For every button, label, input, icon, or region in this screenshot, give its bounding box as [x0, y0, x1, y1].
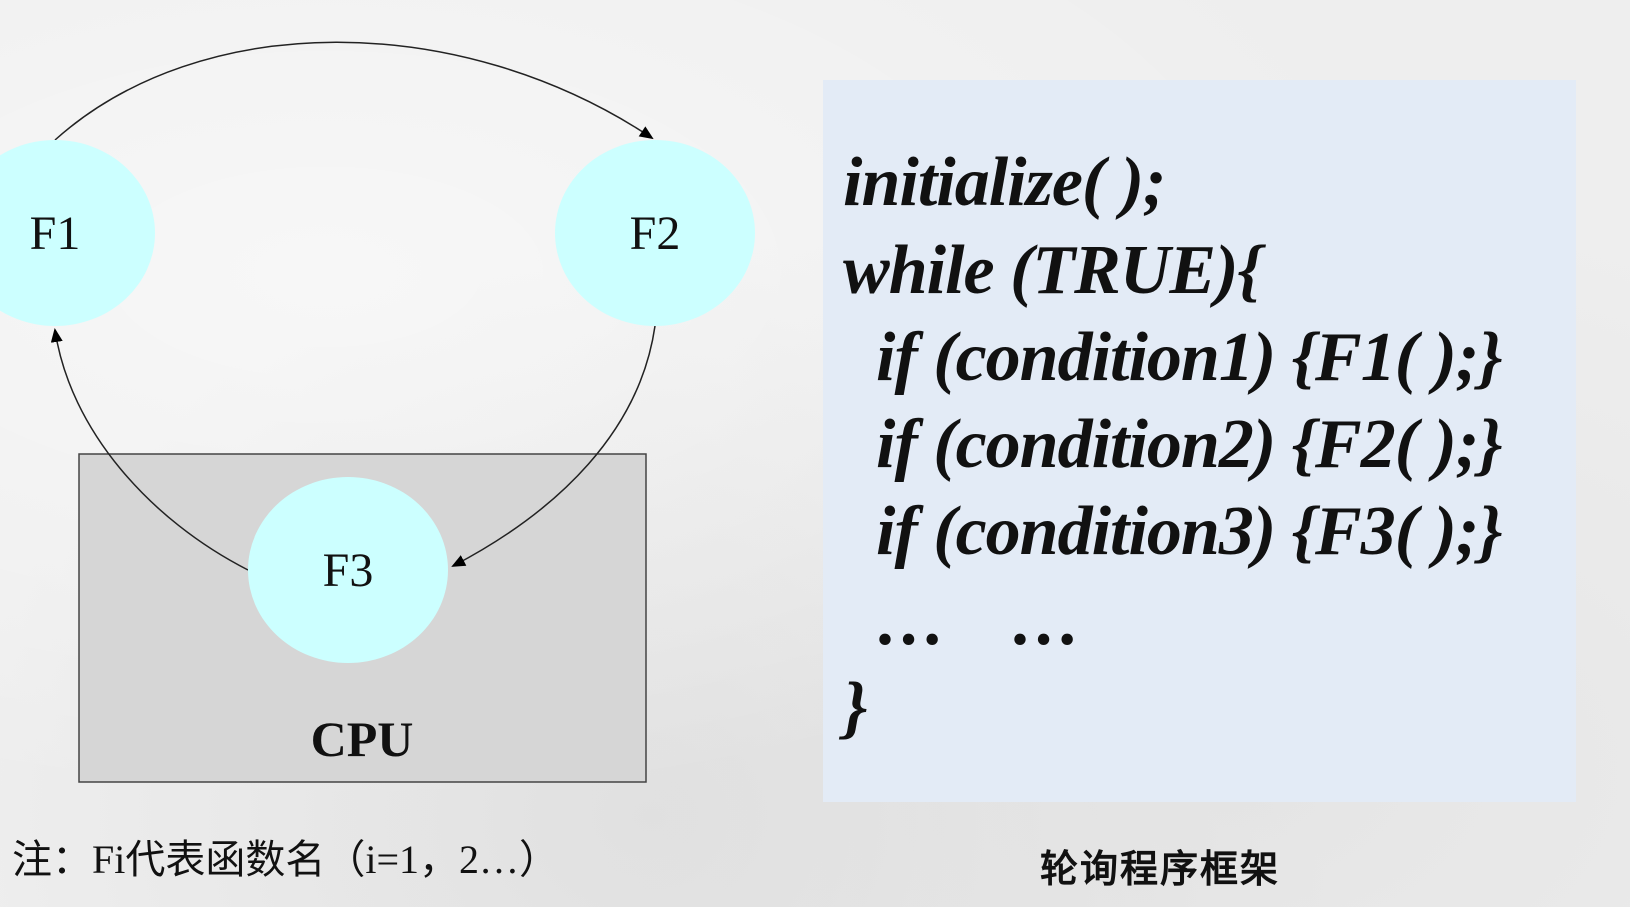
node-f1 — [0, 140, 155, 326]
caption: 轮询程序框架 — [1040, 847, 1281, 891]
code-line-2: while (TRUE){ — [843, 232, 1262, 309]
code-line-4: if (condition2) {F2( );} — [843, 406, 1503, 483]
footnote: 注：Fi代表函数名（i=1，2…） — [12, 837, 560, 882]
arrow-f1-to-f2 — [54, 41, 654, 141]
arrow-f2-to-f3 — [451, 325, 656, 567]
code-line-6: … … — [843, 583, 1081, 660]
code-line-1: initialize( ); — [843, 144, 1166, 221]
node-f1-label: F1 — [30, 207, 81, 260]
arrow-f3-to-f1 — [50, 328, 249, 571]
cpu-label: CPU — [311, 711, 414, 767]
node-f3 — [248, 477, 448, 663]
node-f3-label: F3 — [323, 544, 374, 597]
node-f2-label: F2 — [630, 207, 681, 260]
code-panel — [823, 80, 1576, 802]
polling-diagram: CPU F1 F2 F3 — [0, 41, 755, 783]
code-line-3: if (condition1) {F1( );} — [843, 319, 1503, 396]
code-line-5: if (condition3) {F3( );} — [843, 493, 1503, 570]
node-f2 — [555, 140, 755, 326]
code-line-7: } — [843, 669, 867, 746]
